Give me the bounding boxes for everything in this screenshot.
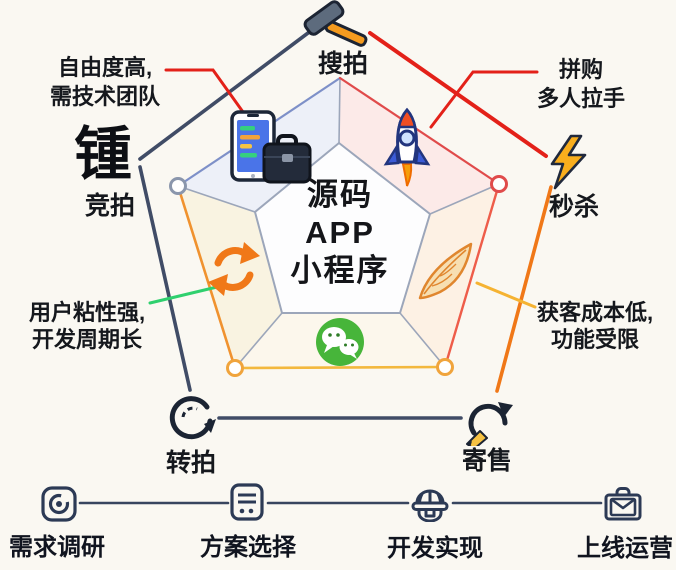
center-title-line3: 小程序 bbox=[290, 253, 390, 288]
annotation-connectors bbox=[148, 68, 539, 309]
annotation-right-line2: 功能受限 bbox=[550, 327, 639, 352]
server-icon bbox=[230, 483, 264, 521]
mailbox-icon bbox=[604, 487, 642, 521]
process-step-label-1: 需求调研 bbox=[9, 534, 105, 561]
annotation-top-right-line2: 多人拉手 bbox=[536, 86, 625, 111]
sector-dividers bbox=[177, 77, 500, 369]
process-step-label-3: 开发实现 bbox=[387, 535, 483, 562]
inner-pentagon-edges bbox=[176, 76, 501, 370]
center-title: 源码 APP 小程序 bbox=[253, 176, 427, 290]
feather-icon bbox=[418, 242, 473, 300]
lightning-icon bbox=[550, 134, 587, 190]
annotation-right: 获客成本低, 功能受限 bbox=[533, 299, 657, 353]
mode-bigchar-left: 锺 bbox=[73, 122, 132, 187]
relist-cycle-icon bbox=[169, 396, 216, 440]
mode-label-bottom-right: 寄售 bbox=[461, 447, 512, 475]
sector-left bbox=[178, 186, 282, 368]
mode-label-top: 搜拍 bbox=[317, 50, 368, 78]
center-pentagon bbox=[253, 141, 432, 314]
sector-top-right bbox=[339, 78, 499, 214]
mode-label-right: 秒杀 bbox=[548, 193, 599, 221]
target-icon bbox=[41, 486, 77, 522]
annotation-right-line1: 获客成本低, bbox=[536, 300, 654, 325]
wechat-icon bbox=[316, 318, 364, 366]
annotation-left: 用户粘性强, 开发周期长 bbox=[16, 299, 158, 353]
gavel-icon bbox=[303, 0, 368, 47]
process-step-label-2: 方案选择 bbox=[200, 534, 296, 561]
process-step-label-4: 上线运营 bbox=[577, 535, 673, 562]
center-title-line1: 源码 bbox=[307, 177, 373, 212]
annotation-top-left-line1: 自由度高, bbox=[57, 55, 153, 80]
annotation-top-right: 拼购 多人拉手 bbox=[528, 55, 634, 113]
consign-cycle-pencil-icon bbox=[466, 402, 513, 446]
mode-label-left: 竞拍 bbox=[84, 192, 135, 220]
outer-edges bbox=[138, 28, 553, 420]
annotation-left-line1: 用户粘性强, bbox=[28, 300, 146, 325]
annotation-left-line2: 开发周期长 bbox=[31, 327, 142, 352]
annotation-top-left-line2: 需技术团队 bbox=[49, 84, 160, 109]
cycle-icon bbox=[208, 242, 260, 296]
annotation-top-right-line1: 拼购 bbox=[558, 57, 603, 82]
helmet-icon bbox=[411, 489, 449, 522]
phone-briefcase-icon bbox=[230, 110, 312, 184]
mode-label-bottom-left: 转拍 bbox=[165, 449, 216, 477]
rocket-icon bbox=[383, 107, 431, 187]
center-title-line2: APP bbox=[305, 215, 375, 250]
vertex-circles bbox=[169, 175, 508, 377]
annotation-top-left: 自由度高, 需技术团队 bbox=[30, 53, 180, 111]
